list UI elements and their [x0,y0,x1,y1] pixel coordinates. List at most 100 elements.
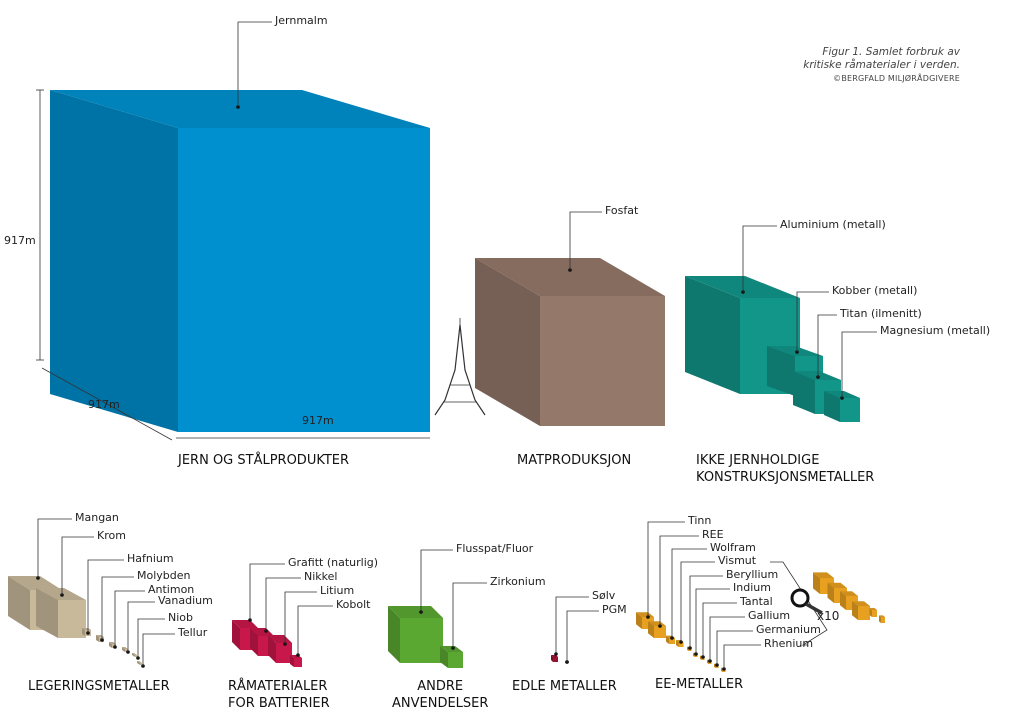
alloy-cube-6-top [132,653,137,655]
label-niob: Niob [168,611,193,624]
label-germanium: Germanium [756,623,821,636]
leader-line [671,548,707,638]
fosfat-cube-top [475,258,665,296]
alloy-cube-7-side [137,661,140,665]
aluminium-cube-side [685,276,740,394]
leader-line [420,549,453,612]
solv-cube-front [553,657,558,662]
leader-line [647,521,685,617]
depth-dimension: 917m [88,398,120,411]
label-battery-2: Litium [320,584,355,597]
magnified-ee-cube-3-front [858,606,870,620]
ee-cube-3-side [676,640,679,647]
magnified-ee-cube-0-side [813,572,820,594]
leader-line [695,588,730,654]
leader-line [742,225,777,292]
leader-line [101,576,134,640]
label-pgm: PGM [602,603,627,616]
label-magnesium: Magnesium (metall) [880,324,991,337]
zirkonium-cube-top [440,646,463,652]
group-title-iron: JERN OG STÅLPRODUKTER [178,453,350,468]
alloy-cube-6-front [135,655,137,657]
iron-cube-top [50,90,430,128]
mangan-cube-side [8,576,30,630]
leader-line [709,616,745,661]
label-aluminium: Aluminium (metall) [780,218,886,231]
flusspat-cube-front [400,618,443,663]
magnified-ee-cube-5-side [879,615,881,623]
leader-line [702,602,737,657]
eiffel-tower-icon [434,324,461,416]
label-battery-0: Grafitt (naturlig) [288,556,379,569]
magnified-ee-cube-5-front [881,617,885,623]
leader-line [716,630,753,665]
alloy-cube-2-top [82,628,91,630]
ee-cube-9-side [721,667,723,672]
fosfat-cube-side [475,258,540,426]
krom-cube-side [36,588,58,638]
magnified-ee-cube-4-side [869,608,872,617]
flusspat-cube-side [388,606,400,663]
iron-cube-side [50,90,178,432]
litium-cube-front [276,643,292,663]
label-beryllium: Beryllium [726,568,779,581]
titan-cube-side [793,371,815,414]
magnifier-icon [790,588,810,608]
label-mangan: Mangan [75,511,119,524]
flusspat-cube-top [388,606,443,618]
ee-cube-1-top [648,621,666,626]
ee-cube-1-side [648,621,654,638]
leader-line [137,618,165,658]
group-title-precious: EDLE METALLER [512,679,617,694]
solv-cube-side [551,655,553,662]
caption-line: kritiske råmaterialer i verden. [803,59,960,71]
depth-dimension-line [41,367,173,441]
leader-line [569,211,602,270]
leader-line [297,605,333,655]
ee-cube-6-side [700,655,702,660]
figure-caption: Figur 1. Samlet forbruk av kritiske råma… [803,46,960,85]
label-tinn: Tinn [688,514,712,527]
ee-cube-2-side [666,635,669,644]
label-indium: Indium [733,581,771,594]
label-wolfram: Wolfram [710,541,756,554]
ee-cube-0-side [636,612,642,629]
label-kobber: Kobber (metall) [832,284,918,297]
label-titan: Titan (ilmenitt) [840,307,922,320]
kobber-cube-side [767,346,795,396]
leader-line [127,601,155,652]
leader-line [37,518,72,578]
magnified-ee-cube-3-top [852,601,870,606]
nikkel-cube-side [250,628,258,656]
litium-cube-side [268,635,276,663]
leader-line [61,536,94,595]
ee-cube-7-side [707,659,709,664]
label-solv: Sølv [592,589,616,602]
leader-line [841,331,877,398]
group-title-alloy: LEGERINGSMETALLER [28,679,170,694]
leader-line [249,563,285,620]
ee-cube-2-front [669,638,675,644]
grafitt-cube-side [232,620,240,650]
zirkonium-cube-side [440,646,448,668]
nikkel-cube-top [250,628,274,636]
ee-cube-8-side [714,663,716,668]
label-molybden: Molybden [137,569,191,582]
ee-cube-0-top [636,612,654,617]
magnified-ee-cube-3-side [852,601,858,620]
mangan-cube-top [8,576,62,590]
magnesium-cube-side [824,391,840,422]
copyright: ©BERGFALD MILJØRÅDGIVERE [833,74,960,83]
leader-line [659,535,699,626]
leader-line [817,314,837,377]
leader-line [680,561,715,642]
label-tantal: Tantal [740,595,773,608]
label-hafnium: Hafnium [127,552,174,565]
magnified-ee-cube-4-front [872,610,877,617]
label-rhenium: Rhenium [764,637,814,650]
alloy-cube-5-top [122,647,128,649]
